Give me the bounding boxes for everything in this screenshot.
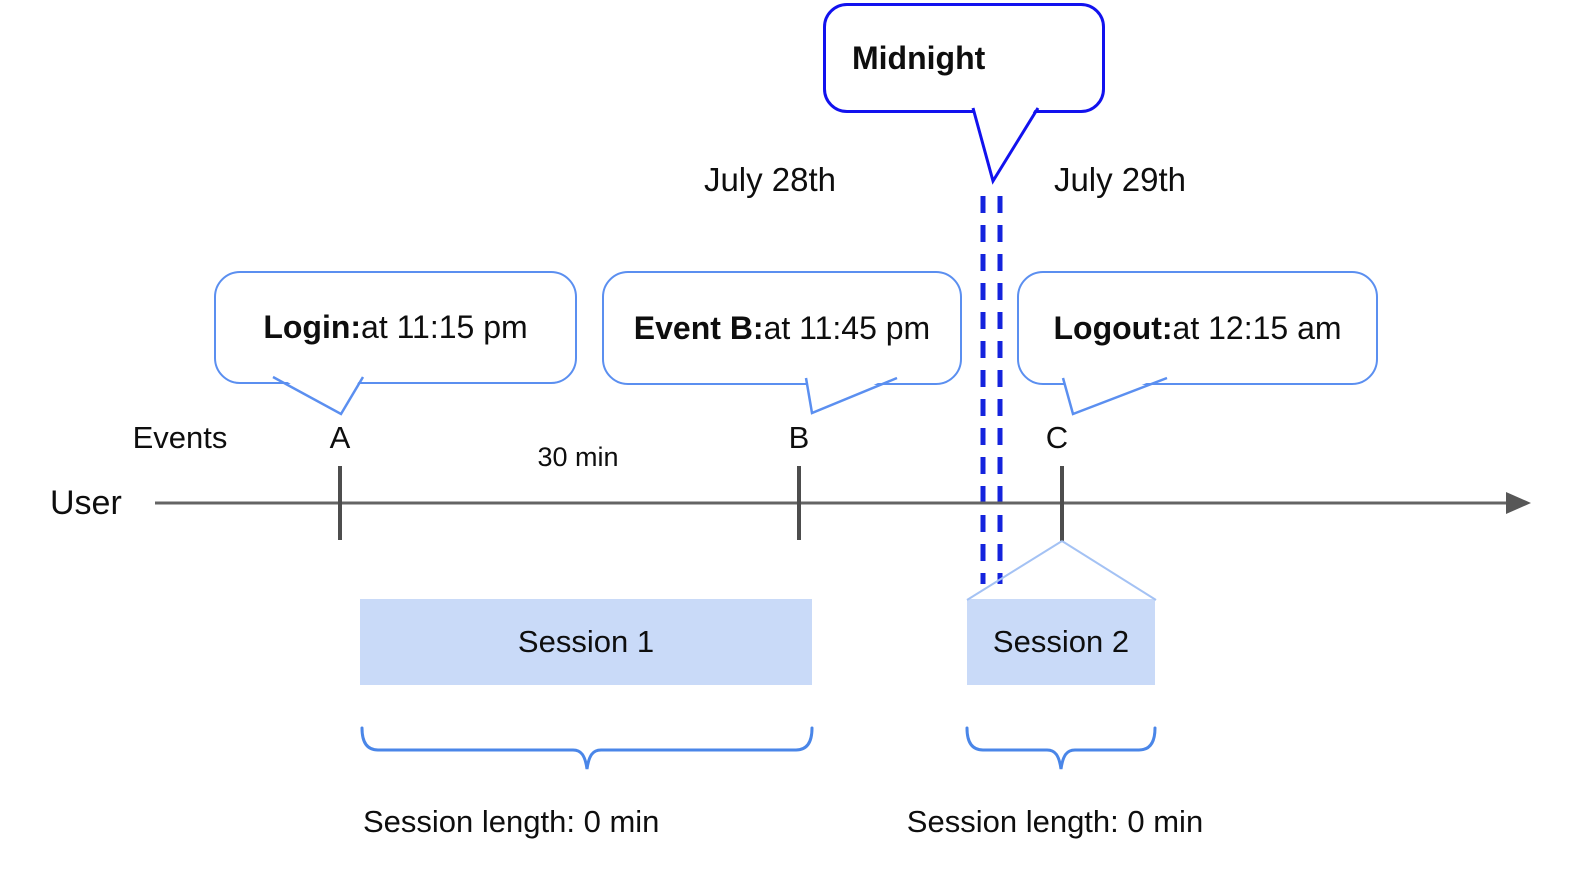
session-2-box: Session 2 (967, 599, 1155, 685)
midnight-callout: Midnight (823, 3, 1105, 113)
session-2-funnel-left-line (966, 540, 1063, 601)
logout-callout-bold: Logout: (1053, 309, 1173, 346)
event-b-callout-text: at 11:45 pm (763, 309, 931, 346)
session-1-length-label: Session length: 0 min (363, 804, 660, 839)
date-label-july-28: July 28th (703, 161, 837, 198)
session-2-brace (965, 726, 1157, 770)
login-callout: Login: at 11:15 pm (214, 271, 577, 384)
logout-callout: Logout: at 12:15 am (1017, 271, 1378, 385)
midnight-callout-tail (971, 104, 1040, 185)
session-1-box: Session 1 (360, 599, 812, 685)
events-axis-label: Events (132, 420, 228, 455)
event-marker-a: A (329, 420, 351, 455)
user-axis-label: User (50, 484, 122, 522)
timeline-arrowhead-icon (1506, 492, 1531, 514)
session-2-funnel-right-line (1061, 540, 1157, 601)
event-marker-c: C (1045, 420, 1069, 455)
date-label-july-29: July 29th (1053, 161, 1187, 198)
event-b-callout-bold: Event B: (633, 309, 764, 346)
session-1-brace (360, 726, 814, 770)
session-2-label: Session 2 (992, 624, 1130, 659)
login-callout-text: at 11:15 pm (361, 309, 528, 345)
event-b-callout: Event B: at 11:45 pm (602, 271, 962, 385)
session-2-length-label: Session length: 0 min (906, 804, 1204, 839)
interval-label: 30 min (537, 442, 619, 472)
login-callout-bold: Login: (263, 309, 362, 345)
event-marker-b: B (788, 420, 810, 455)
session-1-label: Session 1 (517, 624, 655, 659)
midnight-label: Midnight (852, 39, 986, 76)
logout-callout-text: at 12:15 am (1172, 309, 1342, 346)
